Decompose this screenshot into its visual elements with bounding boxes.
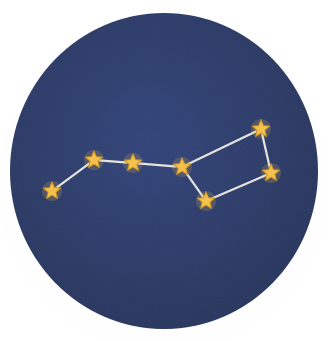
star-icon (42, 181, 62, 201)
star-icon (172, 157, 192, 177)
star-icon (196, 191, 216, 211)
star-icon (84, 150, 104, 170)
star-icon (261, 163, 281, 183)
star-icon (251, 119, 271, 139)
star-icon (123, 153, 143, 173)
